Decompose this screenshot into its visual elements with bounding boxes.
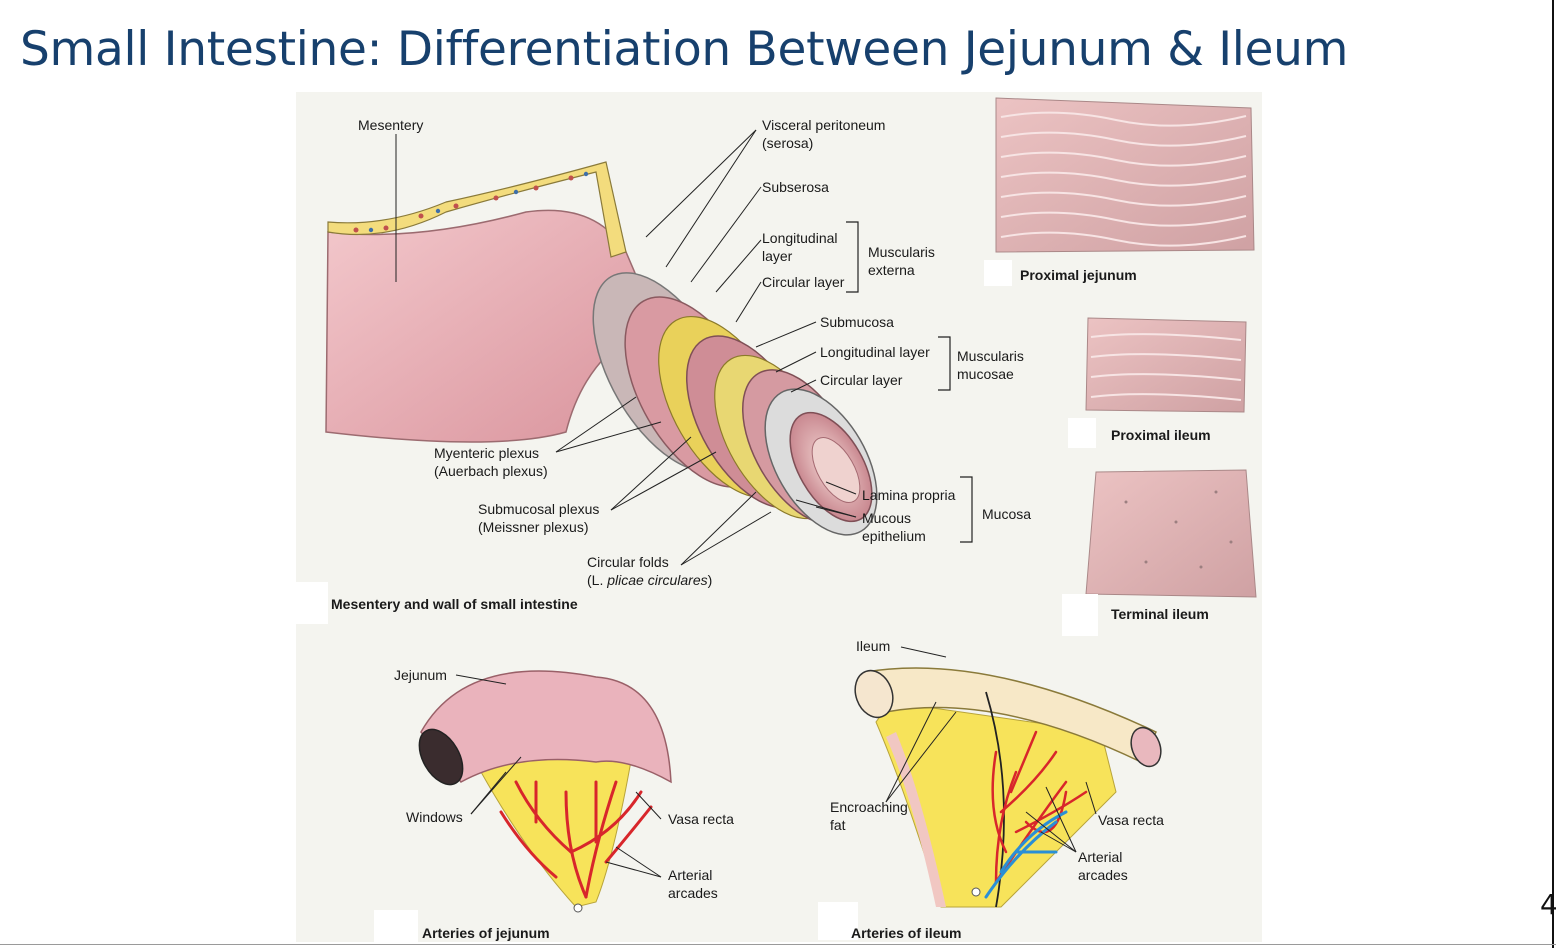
caption-terminal-ileum: Terminal ileum: [1111, 606, 1209, 622]
label-windows: Windows: [406, 809, 463, 825]
label-muscularis-externa: Muscularis externa: [868, 244, 935, 278]
label-jejunum-vasa-recta: Vasa recta: [668, 811, 734, 827]
label-circular-folds-latin: (L. plicae circulares): [587, 571, 712, 589]
label-jejunum: Jejunum: [394, 667, 447, 683]
caption-backdrop: [374, 910, 418, 942]
wall-layers: [592, 272, 878, 536]
slide-right-border: [1552, 0, 1554, 948]
label-circular-folds: Circular folds: [587, 554, 669, 570]
latin-suffix: ): [707, 572, 713, 588]
mucosa-sample-proximal-ileum: [1085, 317, 1247, 413]
label-circular-layer: Circular layer: [762, 274, 845, 290]
ileum-leader-lines: [885, 646, 1097, 853]
mesentery-and-wall-drawing: [325, 129, 973, 566]
jejunum-leader-lines: [455, 674, 662, 878]
label-ileum: Ileum: [856, 638, 891, 654]
label-ileum-vasa-recta: Vasa recta: [1098, 812, 1164, 828]
label-subserosa: Subserosa: [762, 179, 829, 195]
label-lamina-propria: Lamina propria: [862, 487, 956, 503]
latin-prefix: (L.: [587, 572, 608, 588]
label-mesentery: Mesentery: [358, 117, 424, 133]
jejunum-arteries-drawing: [418, 670, 672, 913]
caption-backdrop: [296, 582, 328, 624]
caption-proximal-jejunum: Proximal jejunum: [1020, 267, 1137, 283]
label-mucous-epithelium: Mucous epithelium: [862, 510, 926, 544]
label-myenteric-plexus: Myenteric plexus (Auerbach plexus): [434, 445, 548, 479]
caption-arteries-of-ileum: Arteries of ileum: [851, 925, 962, 941]
slide-title: Small Intestine: Differentiation Between…: [20, 22, 1349, 77]
caption-mesentery-and-wall: Mesentery and wall of small intestine: [331, 596, 578, 612]
label-mm-circular-layer: Circular layer: [820, 372, 903, 388]
label-visceral-peritoneum: Visceral peritoneum (serosa): [762, 117, 886, 151]
page-number: 4: [1540, 888, 1556, 921]
label-mm-longitudinal-layer: Longitudinal layer: [820, 344, 930, 360]
label-muscularis-mucosae: Muscularis mucosae: [957, 348, 1024, 382]
mucosa-sample-terminal-ileum: [1085, 469, 1257, 598]
main-leader-lines: [395, 129, 857, 566]
ileum-arteries-drawing: [854, 646, 1162, 908]
label-submucosa: Submucosa: [820, 314, 894, 330]
caption-arteries-of-jejunum: Arteries of jejunum: [422, 925, 550, 941]
latin-term: plicae circulares: [607, 572, 708, 588]
anatomy-illustration: [325, 97, 1257, 913]
caption-backdrop: [818, 902, 858, 940]
label-jejunum-arterial-arcades: Arterial arcades: [668, 867, 718, 901]
label-mucosa: Mucosa: [982, 506, 1032, 522]
label-ileum-arterial-arcades: Arterial arcades: [1078, 849, 1128, 883]
anatomy-figure: Mesentery Visceral peritoneum (serosa) S…: [296, 92, 1262, 942]
label-brackets: [846, 221, 973, 543]
label-submucosal-plexus: Submucosal plexus (Meissner plexus): [478, 501, 600, 535]
caption-backdrop: [1068, 418, 1096, 448]
mucosa-sample-proximal-jejunum: [995, 97, 1255, 253]
caption-backdrop: [984, 260, 1012, 286]
caption-proximal-ileum: Proximal ileum: [1111, 427, 1211, 443]
mesentery-vessels: [353, 175, 574, 233]
caption-backdrop: [1062, 594, 1098, 636]
slide-bottom-rule: [0, 944, 1556, 945]
label-encroaching-fat: Encroaching fat: [830, 799, 908, 833]
mesentery-fold: [327, 161, 627, 258]
label-longitudinal-layer: Longitudinal layer: [762, 230, 838, 264]
